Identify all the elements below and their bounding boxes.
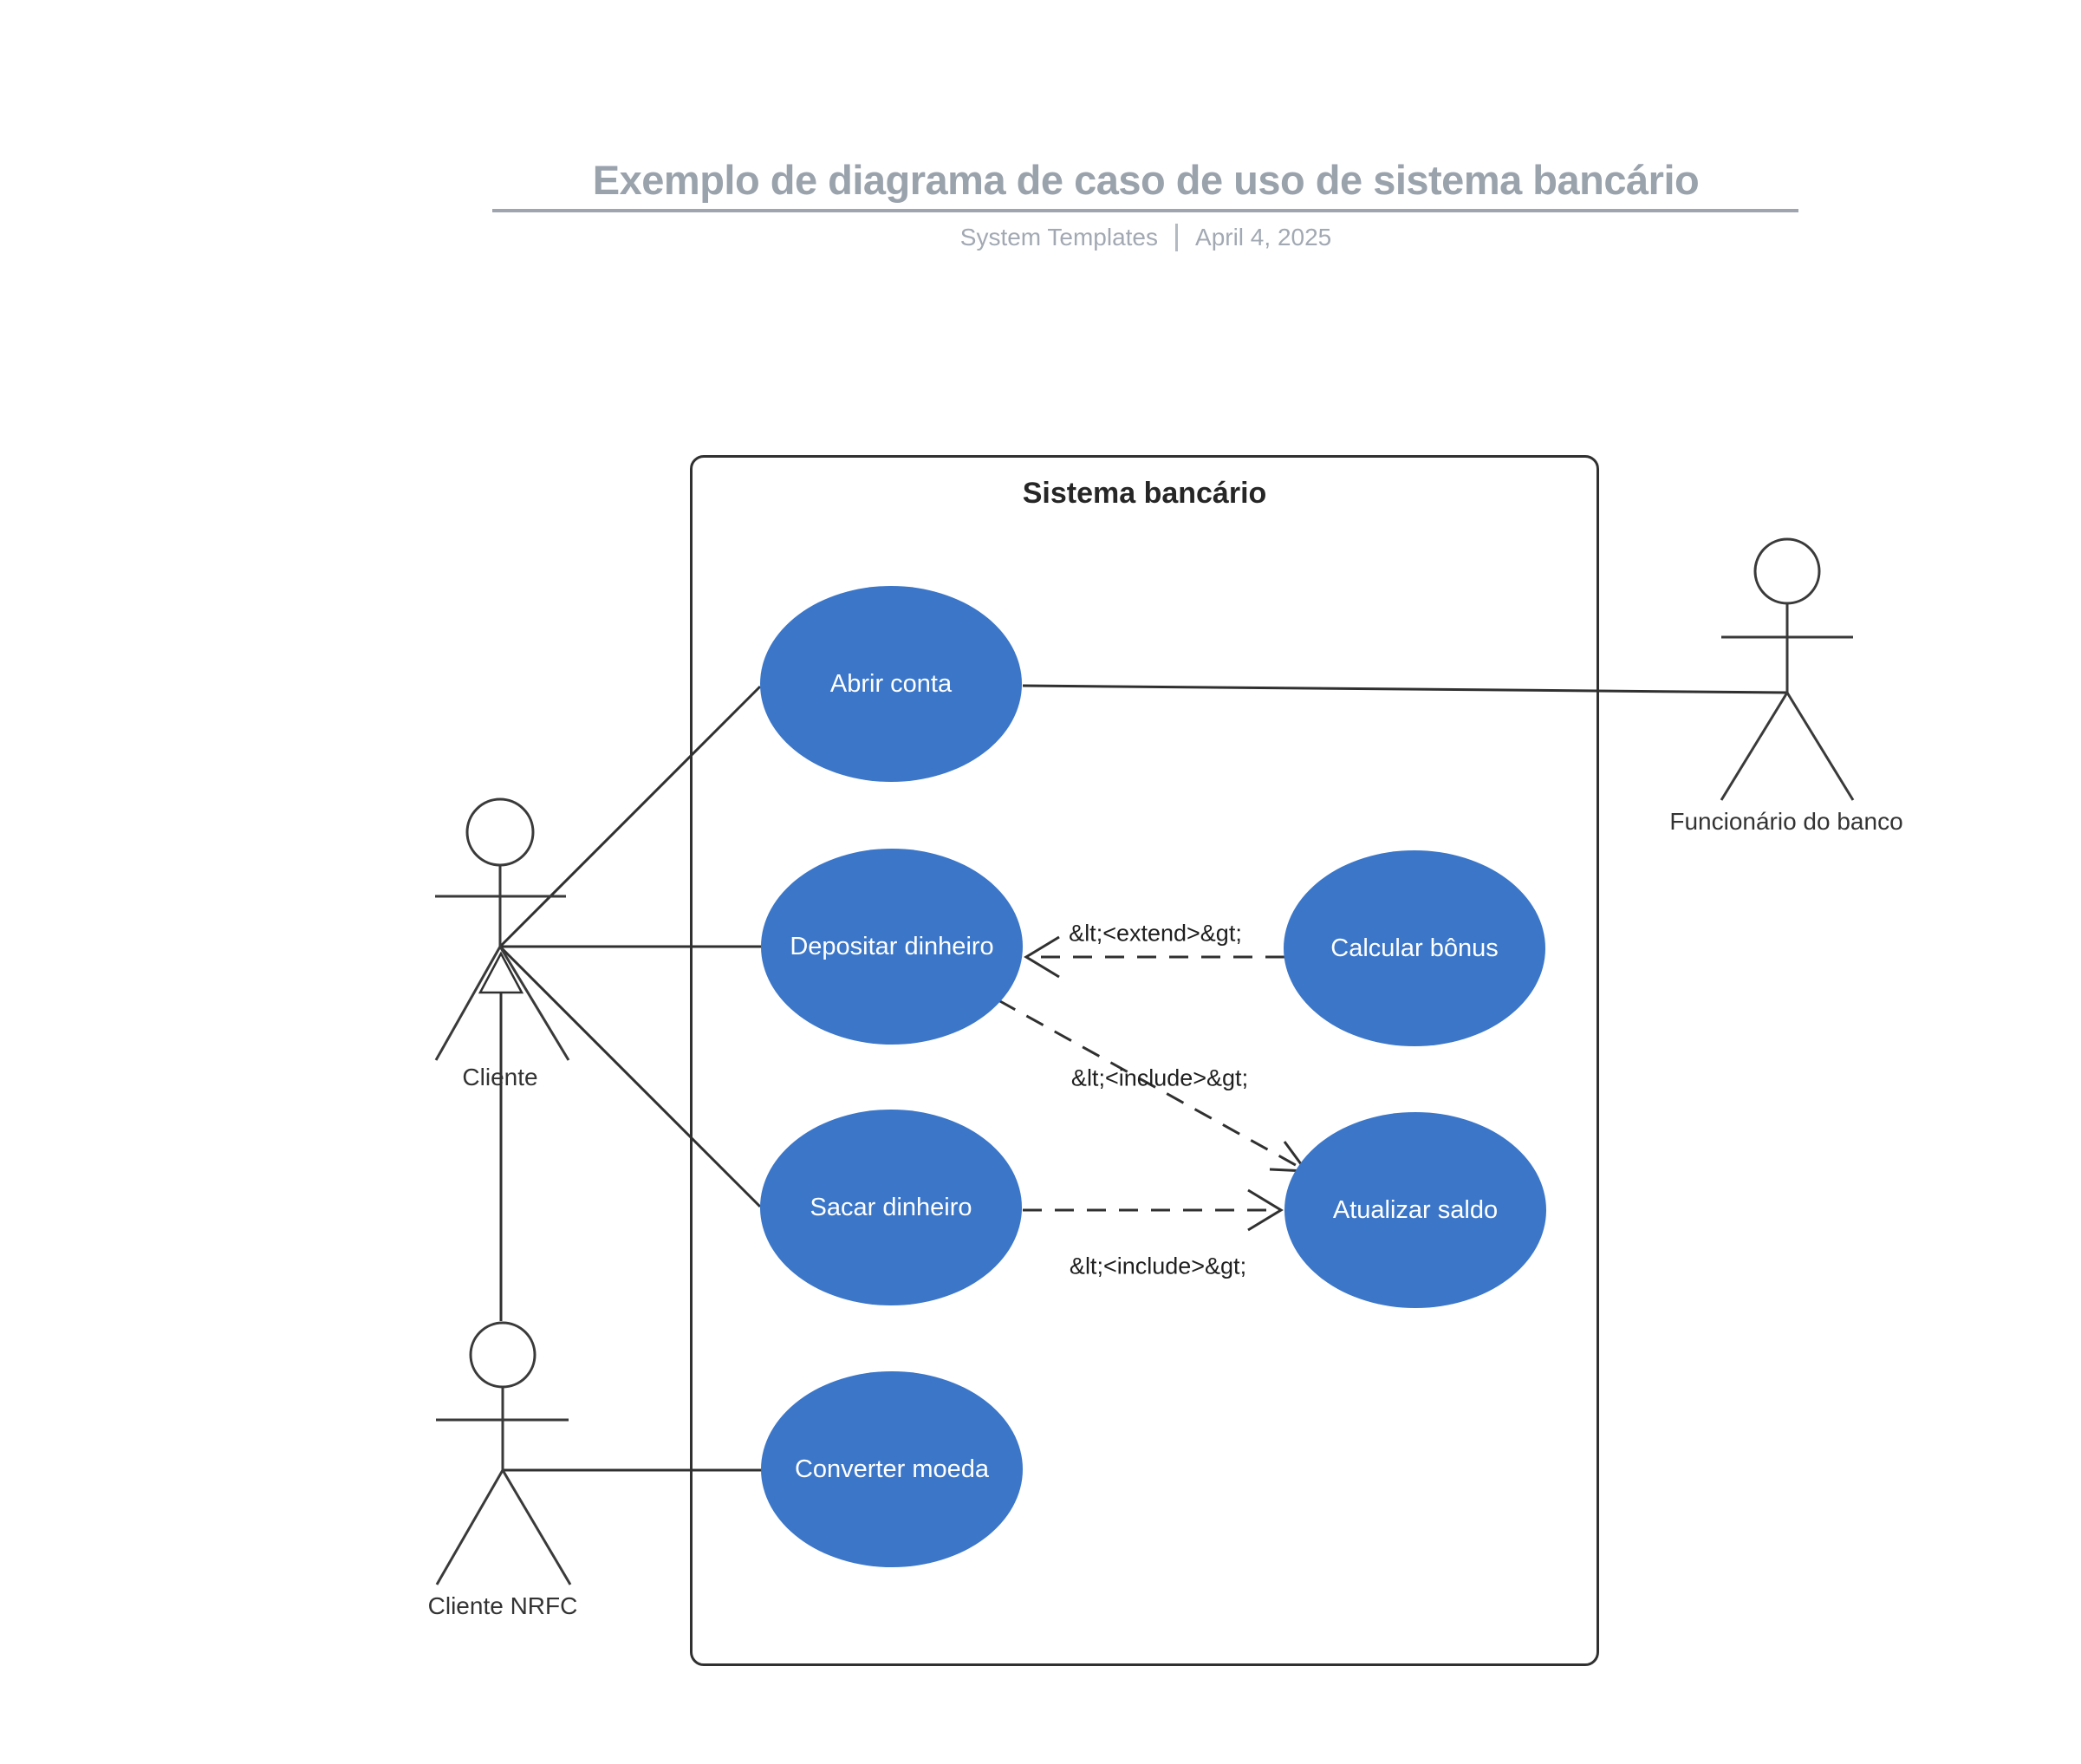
actor-cliente-figure: [434, 797, 570, 1061]
actor-leg-left: [1720, 692, 1789, 801]
use-case-abrir-conta: Abrir conta: [760, 586, 1022, 782]
include-arrow-sacar-atualizar: [1023, 1188, 1284, 1232]
subtitle-divider-bar: [1175, 223, 1179, 251]
use-case-label: Atualizar saldo: [1332, 1195, 1499, 1224]
association-cliente-abrir-conta: [498, 685, 762, 948]
include-label-diagonal: &lt;<include>&gt;: [1070, 1064, 1249, 1091]
subtitle-source: System Templates: [959, 224, 1159, 251]
subtitle-date: April 4, 2025: [1195, 224, 1332, 251]
use-case-calcular-bonus: Calcular bônus: [1284, 850, 1545, 1046]
actor-label-cliente: Cliente: [462, 1064, 538, 1090]
system-boundary: Sistema bancário: [690, 455, 1599, 1666]
actor-leg-right: [498, 946, 570, 1061]
system-boundary-title: Sistema bancário: [1022, 477, 1267, 510]
actor-label-nrfc: Cliente NRFC: [427, 1592, 578, 1619]
generalization-triangle: [478, 951, 524, 994]
association-cliente-sacar: [498, 945, 762, 1208]
use-case-depositar-dinheiro: Depositar dinheiro: [761, 849, 1023, 1045]
actor-head: [1753, 537, 1821, 605]
generalization-nrfc-cliente: [478, 951, 524, 1321]
use-case-sacar-dinheiro: Sacar dinheiro: [760, 1110, 1022, 1305]
actor-leg-right: [1785, 692, 1855, 801]
actor-leg-right: [501, 1469, 572, 1585]
actor-funcionario-figure: [1720, 537, 1855, 801]
include-dashed-line: [998, 999, 1303, 1170]
actor-nrfc-figure: [435, 1321, 572, 1585]
use-case-label: Sacar dinheiro: [810, 1193, 972, 1221]
association-abrir-conta-funcionario: [1022, 684, 1788, 694]
subtitle: System Templates April 4, 2025: [492, 223, 1799, 253]
use-case-label: Depositar dinheiro: [790, 932, 994, 960]
use-case-converter-moeda: Converter moeda: [761, 1371, 1023, 1567]
include-arrowhead: [1247, 1188, 1284, 1232]
actor-head: [469, 1321, 537, 1389]
use-case-label: Converter moeda: [794, 1455, 990, 1483]
actor-head: [465, 797, 535, 867]
include-label-horizontal: &lt;<include>&gt;: [1069, 1253, 1247, 1279]
actor-leg-left: [435, 1469, 504, 1585]
extend-arrow-calcular-depositar: [1024, 935, 1284, 979]
actor-leg-left: [434, 946, 502, 1061]
use-case-label: Abrir conta: [829, 669, 953, 698]
actor-label-funcionario: Funcionário do banco: [1669, 808, 1903, 835]
use-case-label: Calcular bônus: [1330, 934, 1499, 962]
extend-arrowhead: [1024, 935, 1060, 979]
page-title: Exemplo de diagrama de caso de uso de si…: [592, 157, 1700, 203]
extend-label: &lt;<extend>&gt;: [1069, 920, 1242, 947]
title-underline: [492, 209, 1798, 212]
use-case-atualizar-saldo: Atualizar saldo: [1284, 1112, 1546, 1308]
